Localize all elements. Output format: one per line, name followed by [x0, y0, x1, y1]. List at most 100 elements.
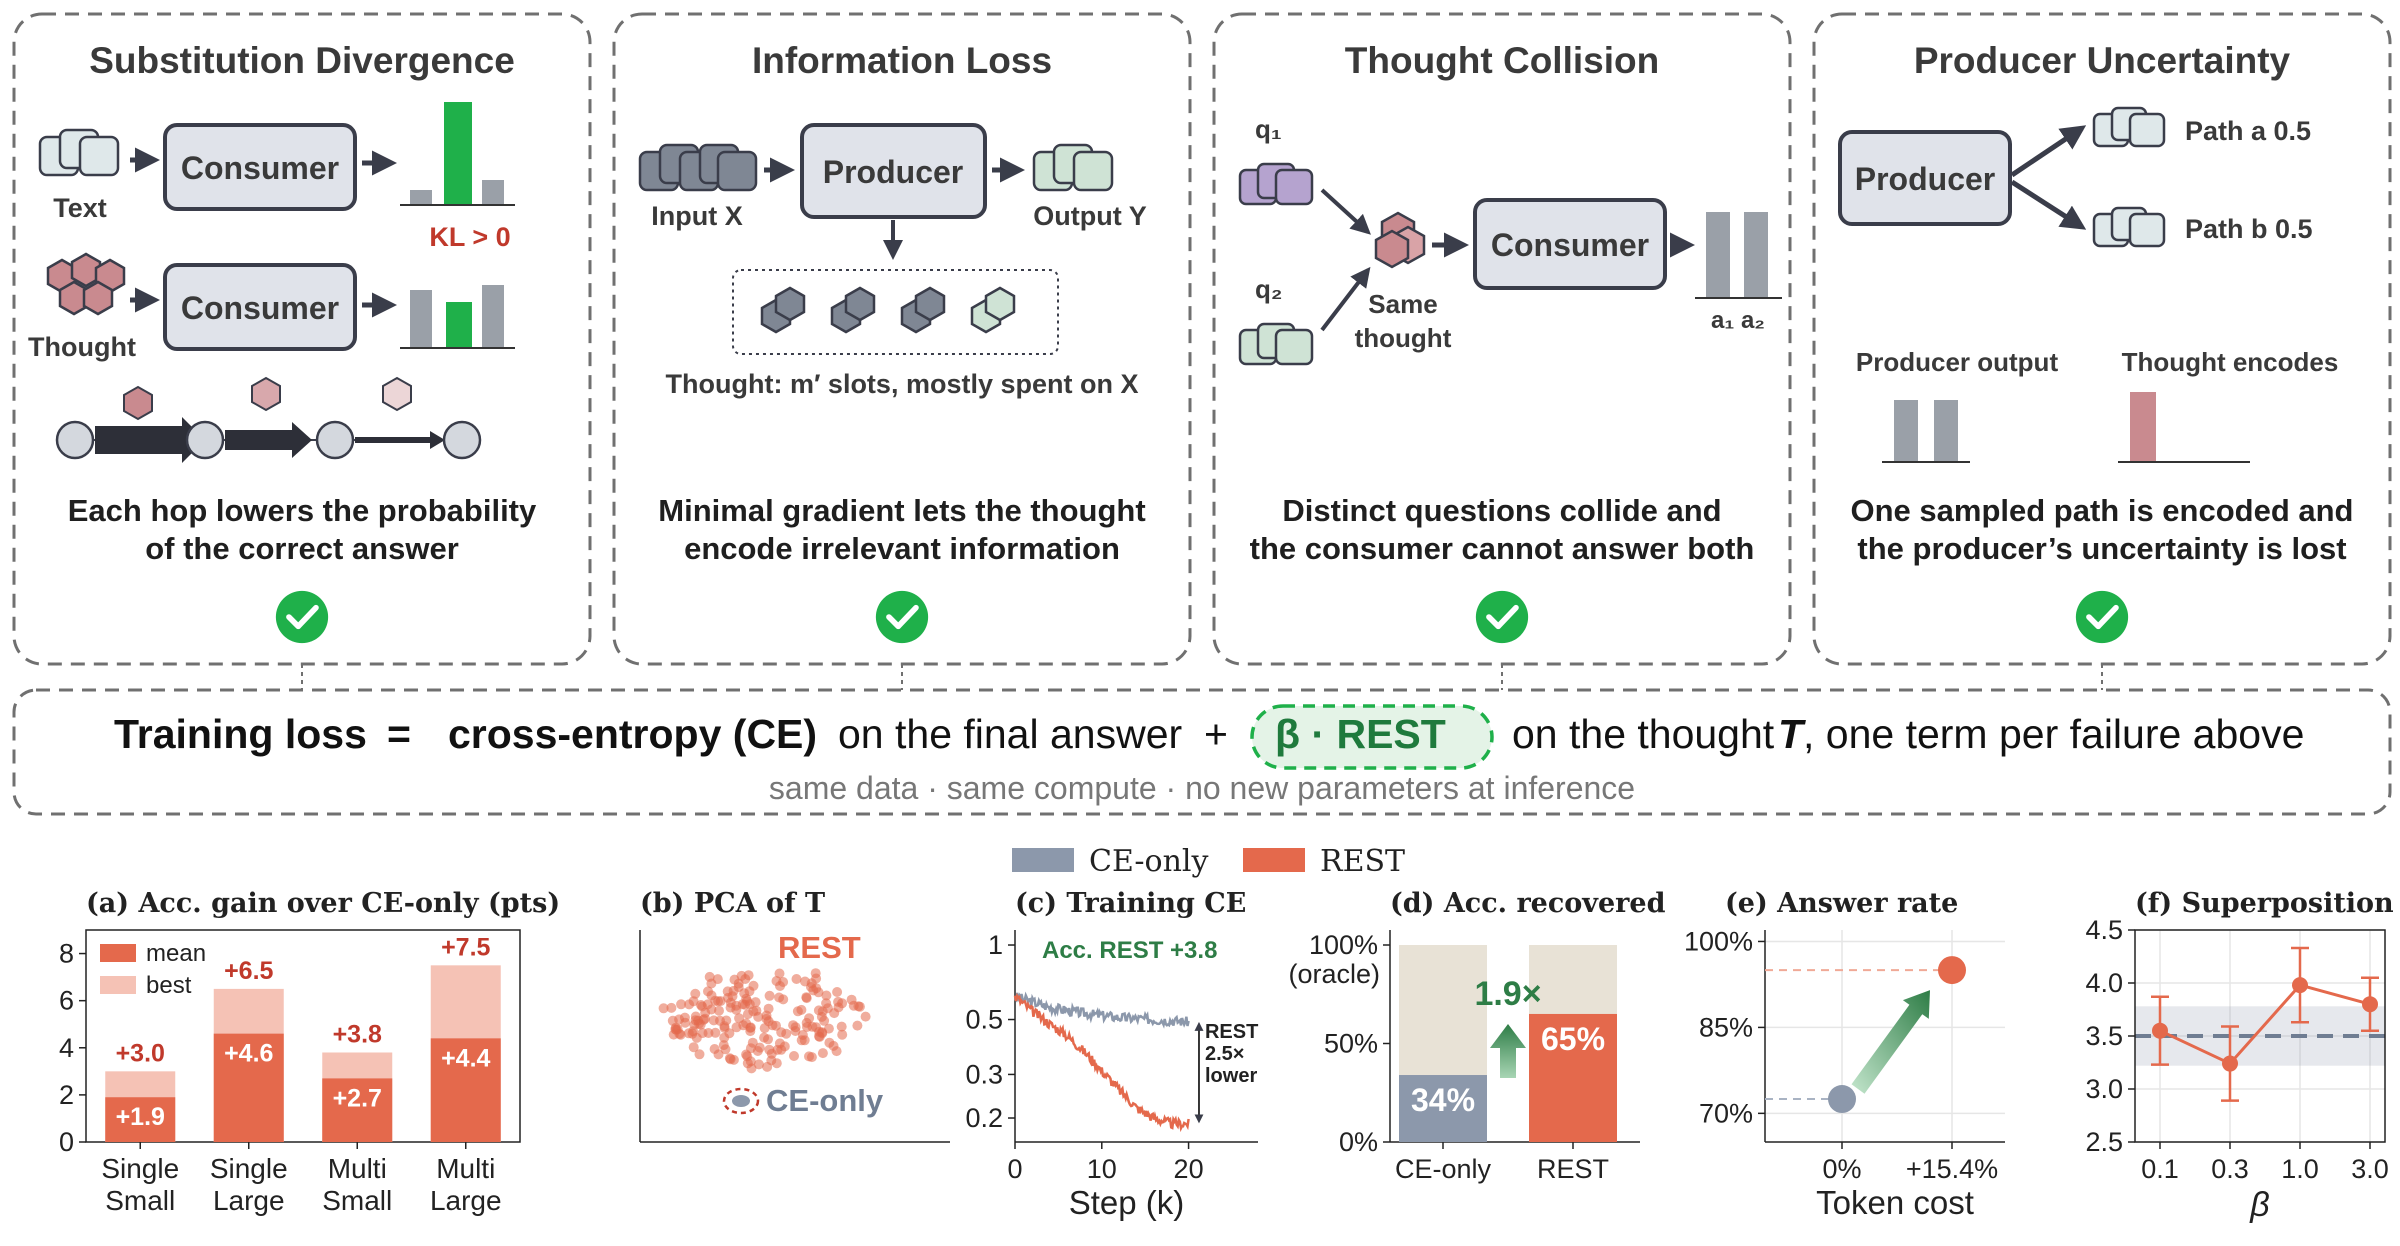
rest-point	[766, 1048, 777, 1059]
panel-title: Information Loss	[752, 40, 1052, 81]
x-tick-label: Small	[105, 1185, 175, 1216]
x-tick-label: Single	[210, 1153, 288, 1184]
producer-output-label: Producer output	[1856, 347, 2059, 377]
x-tick-label: 20	[1174, 1154, 1204, 1184]
improvement-arrow-icon	[1851, 990, 1930, 1094]
rest-point	[821, 998, 832, 1009]
y-tick-label: 4.5	[2085, 915, 2123, 945]
legend-rest-label: REST	[1320, 844, 1405, 879]
legend-best-label: best	[146, 972, 192, 999]
text-tokens-icon	[38, 128, 120, 177]
rest-point	[753, 1011, 764, 1022]
rest-cluster-label: REST	[778, 930, 861, 965]
rest-point	[750, 997, 761, 1008]
same-thought-label: thought	[1355, 323, 1452, 353]
input-label: Input X	[651, 201, 742, 231]
rest-point	[789, 1051, 799, 1061]
rest-point	[817, 1028, 828, 1039]
y-tick-label: 50%	[1324, 1029, 1378, 1059]
x-tick-label: 3.0	[2351, 1154, 2389, 1184]
legend-swatch-best	[100, 976, 136, 994]
rest-point	[754, 1042, 765, 1053]
rest-point	[688, 1026, 699, 1037]
gap-label: 2.5×	[1205, 1043, 1244, 1065]
consumer-label: Consumer	[181, 290, 339, 326]
check-icon	[2076, 591, 2128, 643]
rest-line	[2159, 983, 2371, 1066]
rest-point	[764, 990, 775, 1001]
kl-label: KL > 0	[429, 222, 510, 252]
panel-caption-line: the consumer cannot answer both	[1250, 531, 1755, 566]
thought-encodes-label: Thought encodes	[2122, 347, 2339, 377]
gap-label: REST	[1205, 1021, 1258, 1043]
y-tick-label: 70%	[1699, 1098, 1753, 1128]
y-tick-label: 3.5	[2085, 1021, 2123, 1051]
text-label: Text	[53, 193, 107, 223]
text-distribution-bars	[400, 102, 515, 206]
data-point	[2152, 1022, 2168, 1039]
loss-banner: Training loss = cross-entropy (CE) on th…	[12, 688, 2392, 816]
producer-box	[800, 123, 987, 219]
panel-substitution-divergence: Substitution Divergence Text Consumer KL…	[12, 12, 592, 666]
q1-label: q₁	[1255, 114, 1282, 144]
rest-point	[688, 1042, 699, 1053]
rest-point	[759, 1023, 770, 1034]
consumer-box	[1473, 198, 1667, 290]
answers-label: a₁ a₂	[1711, 307, 1765, 334]
rest-point	[796, 1004, 807, 1015]
producer-box	[1838, 130, 2012, 226]
rest-point	[811, 973, 822, 984]
producer-output-bars	[1882, 400, 1970, 463]
x-tick-label: 0	[1007, 1154, 1022, 1184]
x-tick-label: REST	[1537, 1154, 1609, 1184]
q2-tokens-icon	[1238, 322, 1314, 366]
thought-label: Thought	[28, 332, 136, 362]
x-tick-label: Large	[213, 1185, 285, 1216]
x-tick-label: Single	[101, 1153, 179, 1184]
x-tick-label: 10	[1087, 1154, 1117, 1184]
rest-point	[804, 1013, 815, 1024]
panel-title: Thought Collision	[1345, 40, 1659, 81]
rest-point	[740, 999, 750, 1010]
rest-point	[804, 1051, 814, 1062]
chart-a-title: (a) Acc. gain over CE-only (pts)	[86, 888, 560, 919]
panel-caption-line: encode irrelevant information	[684, 531, 1120, 566]
x-tick-label: 1.0	[2281, 1154, 2319, 1184]
check-icon	[1476, 591, 1528, 643]
consumer-box	[163, 263, 357, 351]
mean-value-label: +4.6	[224, 1040, 273, 1068]
x-axis-label: β	[2249, 1186, 2269, 1224]
rest-point	[676, 999, 687, 1010]
legend-swatch-mean	[100, 944, 136, 962]
y-tick-label: 100%	[1309, 930, 1378, 960]
output-label: Output Y	[1033, 201, 1146, 231]
x-axis-label: Step (k)	[1069, 1184, 1185, 1221]
legend-swatch-rest	[1243, 848, 1305, 872]
rest-bar	[1529, 1013, 1617, 1142]
arrow	[1320, 266, 1371, 332]
rest-point	[710, 995, 721, 1006]
data-point	[2362, 996, 2378, 1013]
path-b-tokens-icon	[2092, 206, 2166, 248]
rest-point	[704, 971, 715, 982]
arrow	[1320, 188, 1371, 235]
rest-point	[791, 974, 802, 984]
data-point	[2292, 977, 2308, 994]
q2-label: q₂	[1255, 274, 1282, 304]
answer-bars	[1695, 212, 1782, 299]
x-tick-label: 0.1	[2141, 1154, 2179, 1184]
ce-cluster-ring	[722, 1087, 760, 1115]
y-tick-label: 4.0	[2085, 968, 2123, 998]
rest-point	[781, 1028, 792, 1039]
gap-label: lower	[1205, 1065, 1257, 1087]
rest-point	[829, 1008, 840, 1019]
rest-point	[725, 1054, 736, 1065]
rest-point	[720, 1044, 731, 1055]
thought-slots-box	[732, 269, 1059, 355]
bar-value-label: 65%	[1541, 1021, 1605, 1057]
consumer-label: Consumer	[1491, 227, 1649, 263]
ce-cluster-label: CE-only	[766, 1083, 884, 1118]
